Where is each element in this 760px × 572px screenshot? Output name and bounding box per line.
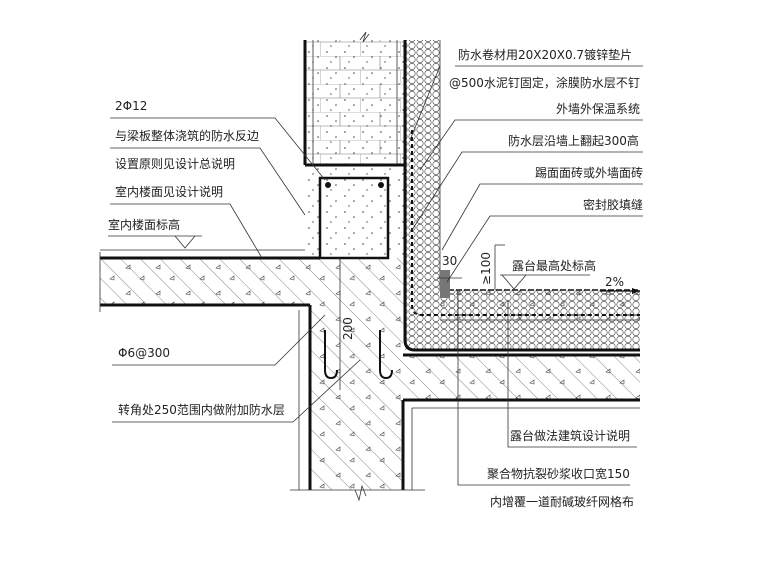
upstand-label-2: 设置原则见设计总说明 (115, 156, 235, 171)
corner-waterproof-label: 转角处250范围内做附加防水层 (118, 402, 285, 417)
membrane-fix-label-1: 防水卷材用20X20X0.7镀锌垫片 (458, 47, 632, 62)
slope-label: 2% (605, 275, 624, 289)
right-annotations: 防水卷材用20X20X0.7镀锌垫片 @500水泥钉固定，涂膜防水层不钉 外墙外… (409, 47, 643, 509)
dimensions: 30 ≥100 200 (341, 244, 505, 340)
mortar-label: 聚合物抗裂砂浆收口宽150 (487, 466, 630, 481)
lower-wall (290, 258, 425, 502)
membrane-fix-label-2: @500水泥钉固定，涂膜防水层不钉 (449, 75, 640, 90)
sealant-label: 密封胶填缝 (583, 197, 643, 212)
insulation-label: 外墙外保温系统 (556, 102, 640, 116)
terrace-level-label: 露台最高处标高 (512, 258, 596, 273)
upper-wall (303, 31, 405, 165)
beam (305, 163, 405, 260)
upstand-label-1: 与梁板整体浇筑的防水反边 (115, 128, 259, 143)
dim-30: 30 (442, 254, 457, 268)
terrace-level-symbol: 露台最高处标高 2% (500, 258, 640, 294)
upturn-label: 防水层沿墙上翻起300高 (508, 133, 639, 148)
rebar-label: 2Φ12 (115, 99, 147, 113)
floor-level-label: 室内楼面标高 (108, 217, 180, 232)
indoor-slab (99, 249, 405, 312)
dim-100: ≥100 (479, 252, 493, 285)
left-annotations: 2Φ12 与梁板整体浇筑的防水反边 设置原则见设计总说明 室内楼面见设计说明 Φ… (110, 99, 361, 423)
stirrup-label: Φ6@300 (118, 346, 170, 360)
floor-finish-label: 室内楼面见设计说明 (115, 184, 223, 199)
dim-200: 200 (341, 317, 355, 340)
mesh-label: 内增覆一道耐碱玻纤网格布 (490, 494, 634, 509)
floor-level-symbol: 室内楼面标高 (108, 217, 202, 249)
terrace-spec-label: 露台做法建筑设计说明 (510, 428, 630, 443)
tiles-label: 踢面面砖或外墙面砖 (535, 165, 643, 180)
terrace-slab (403, 353, 640, 490)
insulation (403, 40, 640, 352)
